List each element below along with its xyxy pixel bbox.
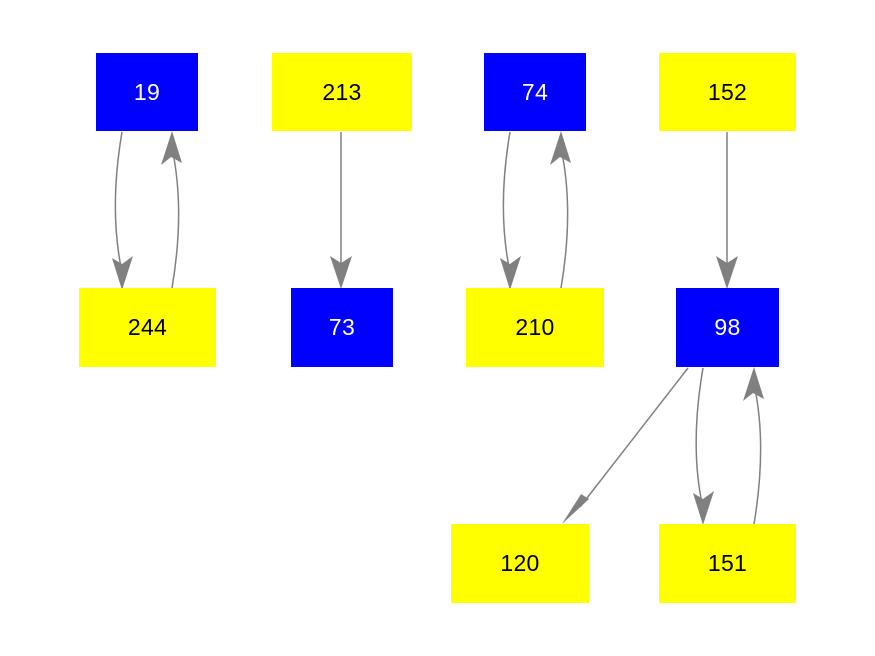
arrowhead-icon <box>112 256 133 290</box>
node-label: 213 <box>322 78 362 105</box>
node-label: 74 <box>521 78 549 105</box>
node-label: 98 <box>714 314 741 340</box>
edge-210-to-74 <box>550 131 571 289</box>
edge-151-to-98 <box>743 367 764 525</box>
node-label: 244 <box>127 314 168 340</box>
node-19[interactable]: 19 <box>96 53 198 131</box>
edge-19-to-244 <box>112 131 133 290</box>
node-label: 152 <box>707 78 748 105</box>
node-74[interactable]: 74 <box>484 53 586 131</box>
edge-213-to-73 <box>330 132 352 289</box>
arrowhead-icon <box>693 491 714 525</box>
arrowhead-icon <box>716 256 738 289</box>
node-73[interactable]: 73 <box>291 288 393 367</box>
edge-98-to-120 <box>562 367 689 524</box>
arrowhead-icon <box>500 256 521 290</box>
arrowhead-icon <box>330 256 352 289</box>
node-98[interactable]: 98 <box>676 288 779 367</box>
node-244[interactable]: 244 <box>79 288 216 367</box>
node-213[interactable]: 213 <box>272 53 412 131</box>
arrowhead-icon <box>562 480 590 524</box>
node-210[interactable]: 210 <box>466 288 604 367</box>
node-label: 151 <box>707 550 748 576</box>
node-label: 19 <box>133 78 161 105</box>
node-151[interactable]: 151 <box>659 524 796 603</box>
node-label: 210 <box>515 314 555 340</box>
node-152[interactable]: 152 <box>659 53 796 131</box>
node-120[interactable]: 120 <box>451 524 589 603</box>
node-label: 120 <box>500 550 540 576</box>
edge-74-to-210 <box>500 131 521 290</box>
edge-98-to-151 <box>693 367 714 525</box>
arrowhead-icon <box>550 131 571 165</box>
edge-244-to-19 <box>161 131 182 289</box>
node-label: 73 <box>328 314 356 340</box>
arrowhead-icon <box>743 367 764 401</box>
arrowhead-icon <box>161 131 182 165</box>
edge-152-to-98 <box>716 132 738 289</box>
